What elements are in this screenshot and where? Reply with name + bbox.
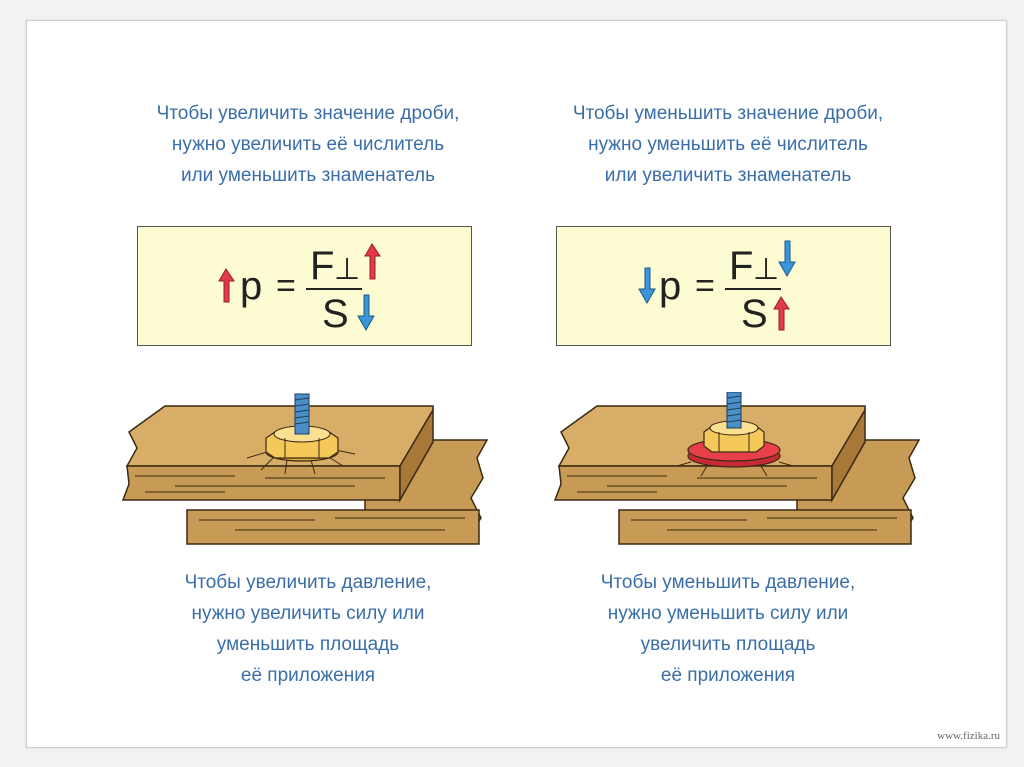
caption-line: уменьшить площадь bbox=[118, 629, 498, 660]
right-pressure-caption: Чтобы уменьшить давление, нужно уменьшит… bbox=[536, 567, 920, 691]
formula-p: p bbox=[659, 264, 681, 308]
formula-force: F bbox=[729, 244, 753, 288]
caption-line: Чтобы уменьшить значение дроби, bbox=[536, 98, 920, 129]
caption-line: нужно уменьшить силу или bbox=[536, 598, 920, 629]
left-fraction-caption: Чтобы увеличить значение дроби, нужно ув… bbox=[118, 98, 498, 191]
caption-line: нужно увеличить её числитель bbox=[118, 129, 498, 160]
caption-line: или увеличить знаменатель bbox=[536, 160, 920, 191]
caption-line: Чтобы увеличить давление, bbox=[118, 567, 498, 598]
right-fraction-caption: Чтобы уменьшить значение дроби, нужно ум… bbox=[536, 98, 920, 191]
left-formula: p = F ⊥ S bbox=[138, 227, 471, 345]
arrow-down-icon bbox=[779, 241, 795, 276]
left-formula-box: p = F ⊥ S bbox=[137, 226, 472, 346]
caption-line: нужно увеличить силу или bbox=[118, 598, 498, 629]
formula-p: p bbox=[240, 264, 262, 308]
formula-perp: ⊥ bbox=[334, 252, 360, 287]
caption-line: Чтобы увеличить значение дроби, bbox=[118, 98, 498, 129]
arrow-down-icon bbox=[358, 295, 374, 330]
formula-perp: ⊥ bbox=[753, 252, 779, 287]
caption-line: нужно уменьшить её числитель bbox=[536, 129, 920, 160]
formula-equals: = bbox=[276, 267, 296, 305]
caption-line: Чтобы уменьшить давление, bbox=[536, 567, 920, 598]
formula-area: S bbox=[741, 292, 768, 336]
formula-area: S bbox=[322, 292, 349, 336]
right-boards-scene bbox=[547, 392, 927, 552]
arrow-down-icon bbox=[639, 268, 655, 303]
arrow-up-icon bbox=[219, 269, 234, 302]
right-formula-box: p = F ⊥ S bbox=[556, 226, 891, 346]
left-boards-scene bbox=[115, 392, 495, 552]
caption-line: увеличить площадь bbox=[536, 629, 920, 660]
bolt-icon bbox=[295, 394, 309, 434]
bolt-icon bbox=[727, 392, 741, 428]
caption-line: её приложения bbox=[536, 660, 920, 691]
left-pressure-caption: Чтобы увеличить давление, нужно увеличит… bbox=[118, 567, 498, 691]
caption-line: или уменьшить знаменатель bbox=[118, 160, 498, 191]
arrow-up-icon bbox=[365, 244, 380, 279]
formula-force: F bbox=[310, 244, 334, 288]
caption-line: её приложения bbox=[118, 660, 498, 691]
formula-equals: = bbox=[695, 267, 715, 305]
source-credit: www.fizika.ru bbox=[937, 730, 1000, 742]
arrow-up-icon bbox=[774, 297, 789, 330]
right-formula: p = F ⊥ S bbox=[557, 227, 890, 345]
